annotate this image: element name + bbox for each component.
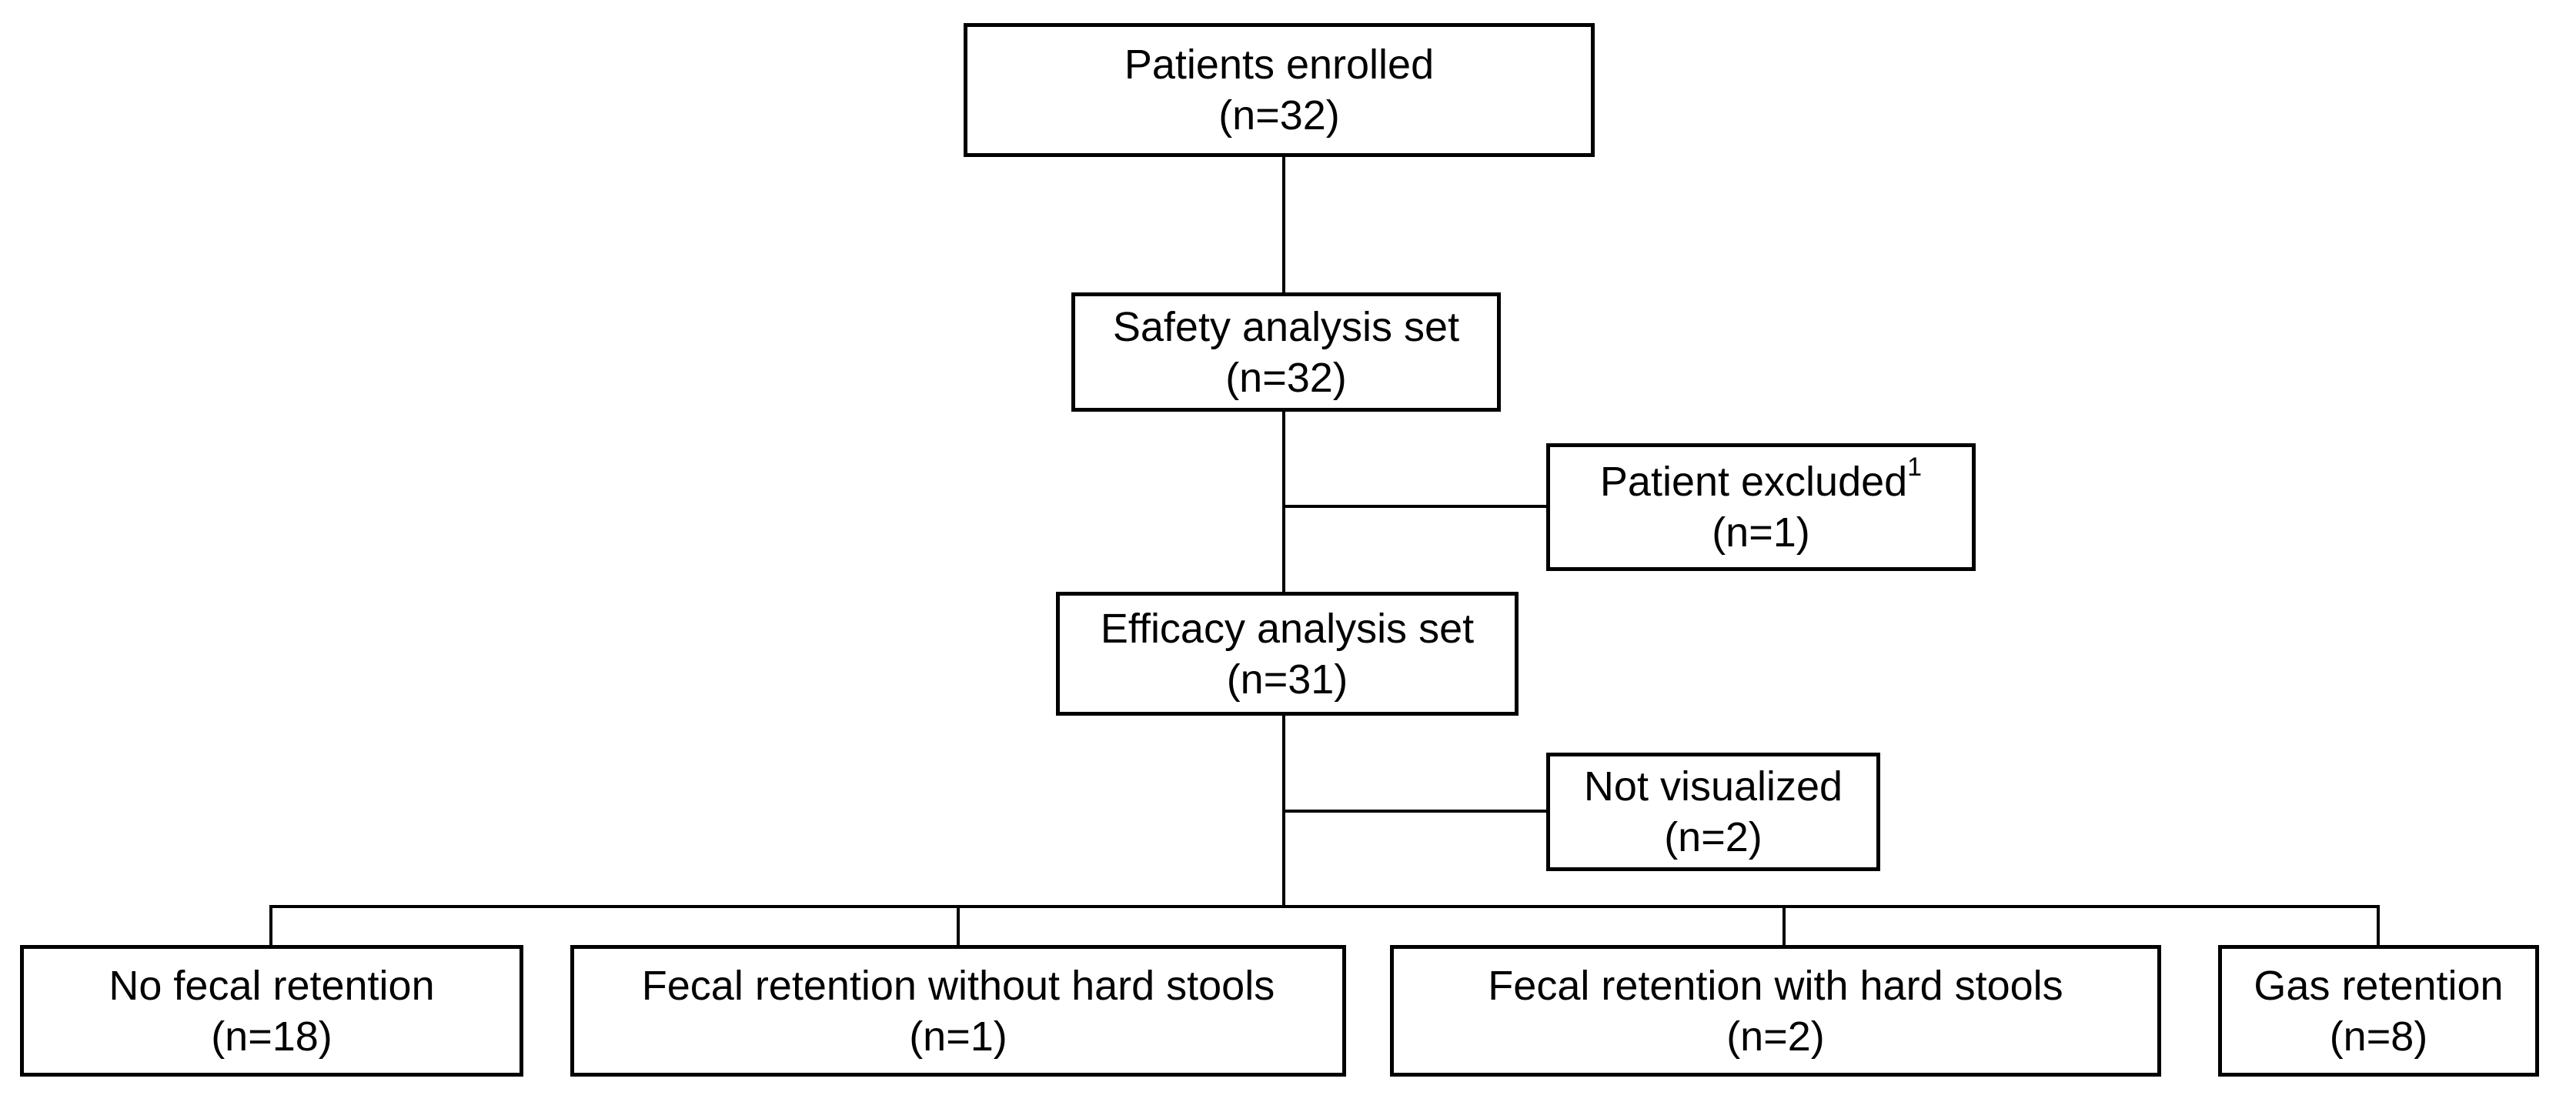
patients-enrolled-count: (n=32) — [1218, 92, 1340, 139]
connector-drop-gas-retention — [2377, 905, 2380, 947]
flow-box-patients-enrolled: Patients enrolled (n=32) — [964, 23, 1595, 157]
connector-branch-not-visualized — [1284, 810, 1548, 813]
gas-retention-label: Gas retention — [2254, 962, 2504, 1009]
connector-drop-fecal-retention-without-hard-stools — [957, 905, 960, 947]
flow-box-gas-retention: Gas retention (n=8) — [2218, 945, 2539, 1077]
not-visualized-count: (n=2) — [1664, 814, 1762, 860]
footnote-marker: 1 — [1907, 452, 1923, 482]
not-visualized-label: Not visualized — [1583, 763, 1843, 810]
flow-box-efficacy-analysis-set: Efficacy analysis set (n=31) — [1056, 592, 1519, 716]
gas-retention-count: (n=8) — [2329, 1013, 2428, 1060]
flow-box-no-fecal-retention: No fecal retention (n=18) — [20, 945, 523, 1077]
flow-box-not-visualized: Not visualized (n=2) — [1546, 753, 1880, 871]
flow-box-safety-analysis-set: Safety analysis set (n=32) — [1071, 292, 1501, 412]
efficacy-analysis-set-count: (n=31) — [1226, 656, 1348, 703]
connector-drop-fecal-retention-with-hard-stools — [1782, 905, 1786, 947]
fecal-retention-with-hard-stools-count: (n=2) — [1726, 1013, 1825, 1060]
flow-box-fecal-retention-with-hard-stools: Fecal retention with hard stools (n=2) — [1390, 945, 2161, 1077]
flow-box-patient-excluded: Patient excluded1 (n=1) — [1546, 443, 1976, 571]
fecal-retention-with-hard-stools-label: Fecal retention with hard stools — [1488, 962, 2063, 1009]
safety-analysis-set-count: (n=32) — [1225, 354, 1347, 401]
patients-enrolled-label: Patients enrolled — [1124, 42, 1435, 88]
patient-excluded-count: (n=1) — [1712, 509, 1810, 556]
connector-branch-patient-excluded — [1284, 505, 1548, 508]
flow-box-fecal-retention-without-hard-stools: Fecal retention without hard stools (n=1… — [570, 945, 1346, 1077]
no-fecal-retention-count: (n=18) — [211, 1013, 332, 1060]
connector-safety-to-efficacy — [1282, 409, 1285, 594]
fecal-retention-without-hard-stools-count: (n=1) — [909, 1013, 1007, 1060]
efficacy-analysis-set-label: Efficacy analysis set — [1100, 605, 1475, 652]
connector-drop-no-fecal-retention — [269, 905, 272, 947]
connector-enrolled-to-safety — [1282, 155, 1285, 294]
safety-analysis-set-label: Safety analysis set — [1112, 303, 1460, 350]
no-fecal-retention-label: No fecal retention — [109, 962, 435, 1009]
patient-excluded-label: Patient excluded1 — [1599, 452, 1923, 505]
fecal-retention-without-hard-stools-label: Fecal retention without hard stools — [641, 962, 1275, 1009]
connector-distribution-rail — [269, 905, 2380, 908]
